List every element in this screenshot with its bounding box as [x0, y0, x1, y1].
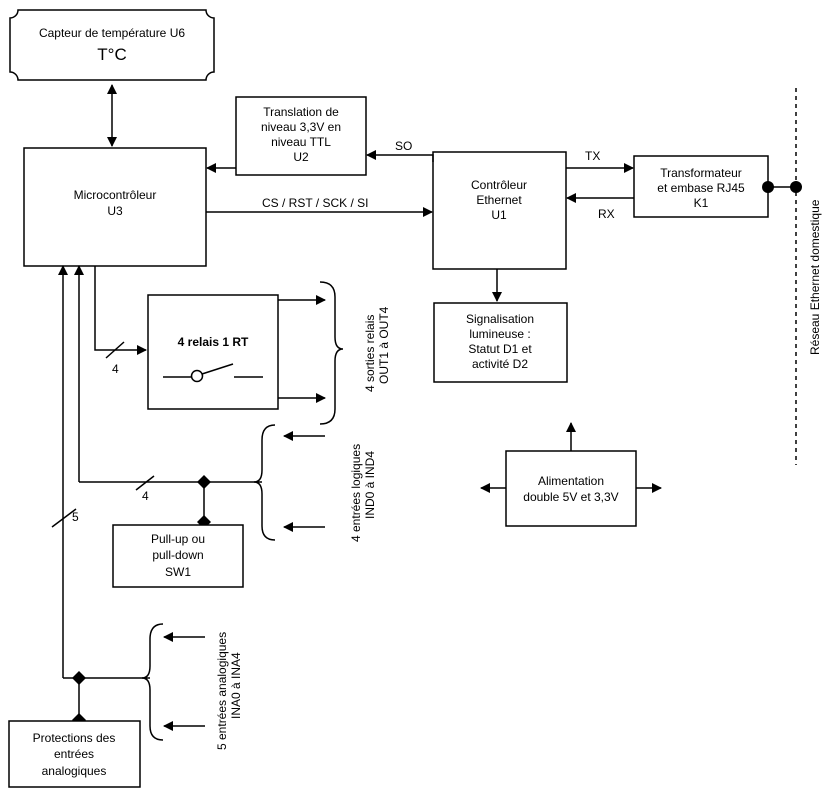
entrees-logiques-count: 4 — [142, 489, 149, 503]
protections-line-3: analogiques — [42, 764, 107, 778]
transfo-line-1: Transformateur — [660, 166, 742, 180]
entrees-analogiques-slash — [51, 508, 77, 528]
relais-bus-arrow — [94, 266, 147, 355]
pullup-line-3: SW1 — [165, 565, 191, 579]
controleur-line-3: U1 — [491, 208, 507, 222]
relais-switch-blade — [201, 363, 234, 375]
micro-line-2: U3 — [107, 204, 123, 218]
entrees-logiques-brace — [253, 424, 276, 541]
pullup-block: Pull-up ou pull-down SW1 — [112, 524, 244, 588]
transformateur-block: Transformateur et embase RJ45 K1 — [633, 155, 769, 218]
relais-frame — [147, 294, 279, 410]
entrees-logiques-line-2: IND0 à IND4 — [363, 451, 377, 519]
alimentation-block: Alimentation double 5V et 3,3V — [505, 450, 637, 527]
controleur-line-1: Contrôleur — [471, 178, 527, 192]
translation-line-1: Translation de — [263, 105, 339, 119]
analog-junction — [72, 671, 86, 685]
sorties-line-1: 4 sorties relais — [363, 315, 377, 392]
alimentation-line-1: Alimentation — [538, 474, 604, 488]
protections-line-1: Protections des — [33, 731, 116, 745]
capteur-frame — [9, 9, 215, 81]
translation-frame — [235, 96, 367, 176]
signalisation-line-3: Statut D1 et — [468, 342, 532, 356]
sorties-brace — [319, 281, 344, 425]
protections-line-2: entrées — [54, 747, 94, 761]
translation-line-2: niveau 3,3V en — [261, 120, 341, 134]
translation-line-4: U2 — [293, 150, 309, 164]
signalisation-line-4: activité D2 — [472, 357, 528, 371]
alimentation-line-2: double 5V et 3,3V — [523, 490, 618, 504]
entrees-analogiques-count: 5 — [72, 510, 79, 524]
relais-block: 4 relais 1 RT — [147, 294, 279, 410]
micro-line-1: Microcontrôleur — [74, 188, 157, 202]
capteur-symbol: T°C — [97, 45, 126, 64]
pullup-frame — [112, 524, 244, 588]
micro-frame — [23, 147, 207, 267]
transfo-line-3: K1 — [694, 196, 709, 210]
pullup-line-2: pull-down — [152, 548, 203, 562]
entrees-analogiques-line-1: 5 entrées analogiques — [215, 632, 229, 750]
entrees-analogiques-brace — [141, 623, 164, 741]
transfo-frame — [633, 155, 769, 218]
so-arrow — [366, 150, 434, 162]
tx-label: TX — [585, 149, 600, 163]
alimentation-frame — [505, 450, 637, 527]
logique-junction — [197, 475, 211, 489]
signalisation-frame — [433, 302, 568, 383]
transfo-line-2: et embase RJ45 — [657, 181, 745, 195]
capteur-temperature-block: Capteur de température U6 T°C — [9, 9, 215, 81]
signalisation-line-1: Signalisation — [466, 312, 534, 326]
network-label: Réseau Ethernet domestique — [808, 199, 822, 355]
translation-block: Translation de niveau 3,3V en niveau TTL… — [235, 96, 367, 176]
relais-switch-pivot — [190, 369, 204, 383]
rx-label: RX — [598, 207, 615, 221]
entrees-analogiques-line-2: INA0 à INA4 — [229, 652, 243, 719]
relais-bus-slash — [105, 341, 125, 359]
protections-block: Protections des entrées analogiques — [8, 720, 141, 788]
pullup-line-1: Pull-up ou — [151, 532, 205, 546]
sorties-line-2: OUT1 à OUT4 — [377, 306, 391, 384]
relais-title: 4 relais 1 RT — [178, 335, 249, 349]
controleur-ethernet-block: Contrôleur Ethernet U1 — [432, 151, 567, 270]
capteur-title: Capteur de température U6 — [39, 26, 185, 40]
entrees-logiques-line-1: 4 entrées logiques — [349, 444, 363, 542]
so-label: SO — [395, 139, 412, 153]
entrees-logiques-slash — [135, 475, 155, 491]
controleur-line-2: Ethernet — [476, 193, 522, 207]
relais-bus-count: 4 — [112, 362, 119, 376]
microcontroleur-block: Microcontrôleur U3 — [23, 147, 207, 267]
spi-bus-label: CS / RST / SCK / SI — [262, 196, 368, 210]
translation-line-3: niveau TTL — [271, 135, 331, 149]
signalisation-block: Signalisation lumineuse : Statut D1 et a… — [433, 302, 568, 383]
protections-frame — [8, 720, 141, 788]
controleur-frame — [432, 151, 567, 270]
signalisation-line-2: lumineuse : — [469, 327, 530, 341]
rj45-dot — [762, 181, 774, 193]
